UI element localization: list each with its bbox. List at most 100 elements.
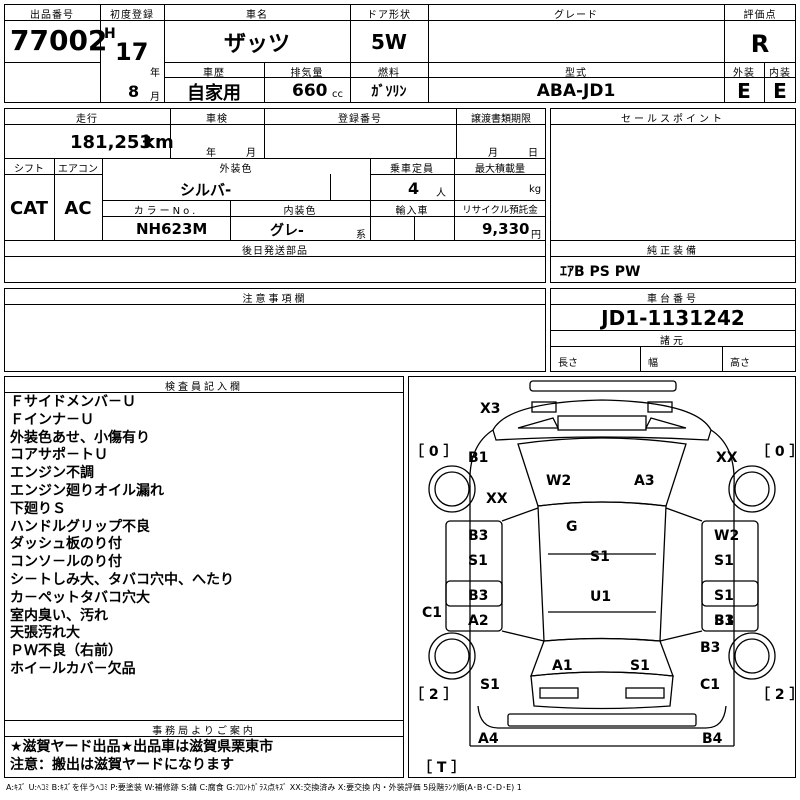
month-unit: 月 [150, 92, 160, 103]
damage-mark: S1 [714, 588, 734, 604]
int-color-value: グレ- [270, 223, 304, 239]
damage-mark: B3 [700, 640, 721, 656]
tire-rl-tread: ［ 2 ］ [410, 687, 458, 703]
color-no-value: NH623M [136, 220, 208, 238]
caution-label: 注意事項欄 [242, 294, 308, 305]
inspector-note: 下廻りＳ [10, 500, 66, 517]
height-label: 高さ [730, 358, 750, 369]
shift-label: シフト [14, 164, 44, 175]
inspector-note: Ｆサイドメンバ－Ｕ [10, 394, 136, 410]
damage-mark: B3 [714, 613, 735, 629]
color-no-label: カラーNo. [133, 206, 199, 217]
recycle-unit: 円 [531, 230, 541, 241]
inspector-notes-block [4, 376, 404, 778]
displacement-unit: cc [332, 89, 343, 100]
inspector-note: 外装色あせ、小傷有り [10, 429, 150, 446]
vehicle-detail-block [4, 108, 546, 283]
inspector-note: ＰＷ不良（右前） [10, 643, 122, 660]
tire-fr-tread: ［ 0 ］ [756, 444, 800, 460]
mileage-unit: km [143, 132, 174, 153]
ext-color-value: シルバ- [180, 181, 232, 199]
damage-mark: C1 [700, 677, 721, 693]
interior-grade: E [773, 79, 787, 103]
car-diagram [428, 380, 776, 747]
chassis-number: JD1-1131242 [601, 306, 745, 330]
inspection-year-unit: 年 [206, 148, 216, 159]
office-notice-line1: ★滋賀ヤード出品★出品車は滋賀県栗東市 [10, 739, 274, 755]
car-name: ザッツ [223, 32, 290, 57]
inspector-note: カ－ペットタバコ穴大 [10, 589, 150, 606]
score-label: 評価点 [743, 10, 777, 21]
damage-mark: B3 [468, 588, 489, 604]
capacity-value: 4 [408, 179, 420, 198]
damage-mark: S1 [480, 677, 500, 693]
ac-label: エアコン [58, 164, 98, 175]
import-label: 輸入車 [395, 206, 429, 217]
reg-number-label: 登録番号 [338, 114, 382, 125]
lot-number-label: 出品番号 [30, 10, 74, 21]
inspector-note: エンジン不調 [10, 465, 94, 482]
damage-mark: A1 [552, 658, 573, 674]
inspector-note: コンソ－ルのり付 [10, 554, 122, 571]
mileage-value: 181,253 [70, 132, 152, 153]
damage-diagram-block [408, 376, 796, 778]
capacity-unit: 人 [436, 188, 446, 199]
lot-number: 77002 [10, 24, 108, 57]
sales-point-block [550, 108, 796, 283]
year-unit: 年 [150, 68, 160, 79]
ext-color-label: 外装色 [219, 164, 253, 175]
damage-mark: W2 [546, 473, 572, 489]
damage-legend: A:ｷｽﾞ U:ﾍｺﾐ B:ｷｽﾞを伴うﾍｺﾐ P:要塗装 W:補修跡 S:錆 … [6, 783, 522, 792]
displacement-value: 660 [292, 81, 328, 101]
transfer-docs-label: 譲渡書類期限 [471, 114, 531, 125]
tire-fl-tread: ［ 0 ］ [410, 444, 458, 460]
displacement-label: 排気量 [290, 68, 324, 79]
door-type: 5W [371, 30, 407, 54]
mileage-label: 走行 [76, 114, 98, 125]
model-value: ABA-JD1 [536, 81, 616, 101]
recycle-label: リサイクル預託金 [462, 205, 538, 216]
exterior-label: 外装 [733, 68, 755, 79]
recycle-value: 9,330 [482, 220, 530, 238]
transfer-day-unit: 日 [528, 148, 538, 159]
equipment-value: ｴｱB PS PW [560, 264, 641, 280]
inspector-note: シ－トしみ大、タバコ穴中、へたり [10, 572, 234, 588]
sales-point-label: セールスポイント [621, 114, 725, 125]
interior-label: 内装 [769, 68, 791, 79]
door-type-label: ドア形状 [367, 10, 411, 21]
damage-mark: XX [716, 450, 738, 466]
damage-mark: A4 [478, 731, 499, 747]
car-name-label: 車名 [246, 10, 268, 21]
dims-label: 諸元 [660, 336, 686, 347]
inspector-notes-title: 検査員記入欄 [165, 382, 243, 393]
ac-value: AC [64, 198, 92, 219]
era-letter: H [104, 26, 116, 42]
grade-label: グレード [554, 10, 598, 21]
equipment-label: 純正装備 [647, 246, 699, 257]
score-value: R [750, 30, 770, 58]
damage-mark: S1 [714, 553, 734, 569]
exterior-grade: E [737, 79, 751, 103]
int-color-unit: 系 [356, 230, 366, 241]
fuel-label: 燃料 [378, 68, 400, 79]
office-notice-line2: 注意：搬出は滋賀ヤードになります [10, 757, 234, 773]
length-label: 長さ [558, 358, 578, 369]
first-reg-label: 初度登録 [110, 10, 154, 21]
damage-mark: B3 [468, 528, 489, 544]
caution-block [4, 288, 546, 372]
reg-year: 17 [115, 38, 149, 66]
transfer-month-unit: 月 [488, 148, 498, 159]
capacity-label: 乗車定員 [390, 164, 434, 175]
damage-mark: G [566, 519, 578, 535]
inspector-note: ホイ－ルカバ－欠品 [10, 661, 136, 677]
damage-mark: S1 [630, 658, 650, 674]
inspector-note: 天張汚れ大 [10, 625, 80, 642]
damage-mark: S1 [468, 553, 488, 569]
inspector-note: ハンドルグリップ不良 [10, 518, 150, 535]
max-load-unit: kg [529, 184, 542, 195]
fuel-value: ｶﾞｿﾘﾝ [371, 84, 407, 100]
inspector-note: エンジン廻りオイル漏れ [10, 483, 164, 499]
damage-mark: B4 [702, 731, 723, 747]
inspector-note: コアサポ－トＵ [10, 447, 108, 464]
history-value: 自家用 [187, 83, 241, 104]
